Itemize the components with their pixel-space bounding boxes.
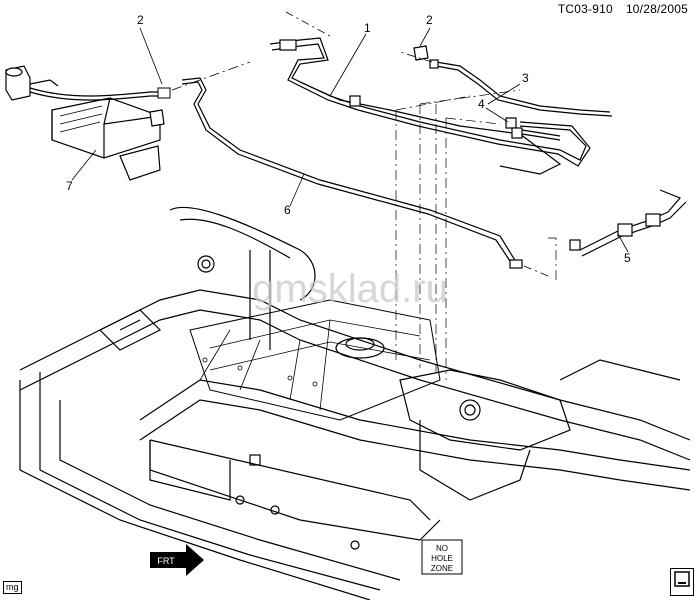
gm-logo-mark xyxy=(674,571,690,587)
callout-5: 5 xyxy=(624,251,631,265)
tank-detail xyxy=(199,319,331,411)
placard-line-2: HOLE xyxy=(431,554,453,563)
diagram-code: TC03-910 10/28/2005 xyxy=(558,2,688,16)
connector-2-right xyxy=(413,45,429,61)
fuel-line-assembly-1 xyxy=(269,37,591,175)
callout-1: 1 xyxy=(364,21,371,35)
placard-line-1: NO xyxy=(436,544,448,553)
callout-3: 3 xyxy=(522,71,529,85)
connector-left xyxy=(157,87,171,99)
callout-6: 6 xyxy=(284,203,291,217)
fuel-line-3 xyxy=(429,59,613,117)
callout-leaders xyxy=(71,27,629,253)
callout-2-right: 2 xyxy=(426,13,433,27)
callout-7: 7 xyxy=(66,179,73,193)
frt-label: FRT xyxy=(157,556,175,566)
front-direction-arrow: FRT xyxy=(150,544,204,576)
footer-tag: mg xyxy=(3,581,22,594)
vehicle-frame xyxy=(19,206,691,601)
callout-4: 4 xyxy=(478,97,485,111)
connector-assembly-5 xyxy=(569,189,687,257)
gm-logo-icon xyxy=(670,568,694,596)
canister-vent-line xyxy=(29,87,160,97)
diagram-id: TC03-910 xyxy=(557,2,613,16)
diagram-date: 10/28/2005 xyxy=(625,2,688,16)
assembly-leaders xyxy=(395,89,557,380)
evap-canister-assembly xyxy=(5,65,165,181)
watermark: gmsklad.ru xyxy=(252,267,448,311)
fitting-4 xyxy=(505,117,561,141)
fuel-line-6 xyxy=(181,77,523,269)
placard-line-3: ZONE xyxy=(431,564,453,573)
callout-2-left: 2 xyxy=(137,13,144,27)
no-hole-zone-placard: NO HOLE ZONE xyxy=(421,539,463,575)
